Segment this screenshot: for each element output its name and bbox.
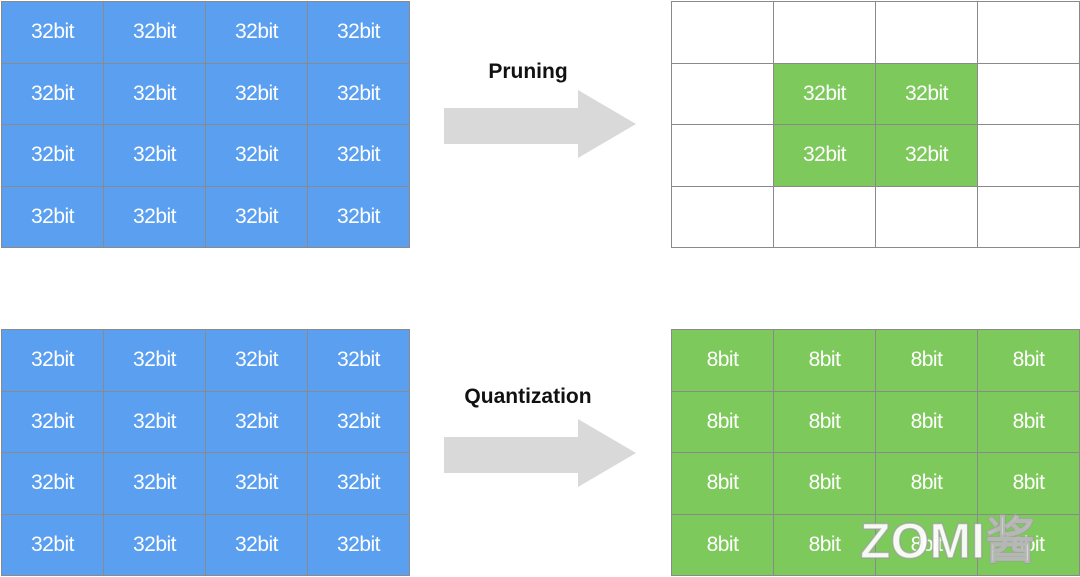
matrix-cell: 8bit [876,453,978,515]
matrix-cell: 32bit [308,514,410,576]
matrix-cell: 32bit [876,125,978,187]
matrix-cell: 8bit [774,391,876,453]
pruned-empty-cell [672,125,774,187]
matrix-cell: 8bit [978,514,1080,576]
matrix-cell: 8bit [876,514,978,576]
matrix-cell: 8bit [672,330,774,392]
matrix-cell: 32bit [2,2,104,64]
matrix-cell: 32bit [206,514,308,576]
matrix-cell: 8bit [978,330,1080,392]
pruned-empty-cell [672,63,774,125]
pruned-empty-cell [978,63,1080,125]
matrix-cell: 32bit [876,63,978,125]
matrix-cell: 32bit [206,186,308,248]
pruned-empty-cell [978,186,1080,248]
matrix-cell: 32bit [2,63,104,125]
matrix-cell: 32bit [2,391,104,453]
pruned-empty-cell [978,2,1080,64]
original-matrix-top: 32bit 32bit 32bit 32bit 32bit 32bit 32bi… [1,1,410,248]
matrix-cell: 32bit [308,63,410,125]
matrix-cell: 8bit [978,453,1080,515]
matrix-cell: 8bit [672,453,774,515]
quantization-arrow-icon [444,419,636,487]
matrix-cell: 32bit [2,330,104,392]
pruned-empty-cell [672,186,774,248]
matrix-cell: 32bit [206,63,308,125]
pruning-arrow-icon [444,90,636,158]
matrix-cell: 8bit [672,391,774,453]
matrix-cell: 8bit [876,330,978,392]
matrix-cell: 32bit [2,125,104,187]
matrix-cell: 32bit [774,125,876,187]
matrix-cell: 32bit [104,186,206,248]
pruning-label: Pruning [488,60,568,83]
pruned-empty-cell [774,2,876,64]
matrix-cell: 32bit [206,391,308,453]
matrix-cell: 32bit [104,453,206,515]
matrix-cell: 32bit [206,453,308,515]
matrix-cell: 32bit [308,125,410,187]
pruned-empty-cell [774,186,876,248]
matrix-cell: 32bit [104,514,206,576]
matrix-cell: 32bit [104,391,206,453]
matrix-cell: 8bit [978,391,1080,453]
pruned-empty-cell [978,125,1080,187]
pruned-empty-cell [876,186,978,248]
matrix-cell: 32bit [206,125,308,187]
pruned-empty-cell [672,2,774,64]
matrix-cell: 32bit [206,330,308,392]
matrix-cell: 8bit [672,514,774,576]
pruned-empty-cell [876,2,978,64]
matrix-cell: 32bit [308,391,410,453]
matrix-cell: 32bit [206,2,308,64]
matrix-cell: 32bit [2,514,104,576]
matrix-cell: 32bit [104,125,206,187]
pruned-matrix: 32bit 32bit 32bit 32bit [671,1,1080,248]
matrix-cell: 32bit [308,330,410,392]
matrix-cell: 32bit [104,2,206,64]
matrix-cell: 32bit [104,63,206,125]
watermark-text: ZOMI酱 [860,513,1035,569]
matrix-cell: 32bit [308,453,410,515]
matrix-cell: 32bit [308,2,410,64]
matrix-cell: 32bit [774,63,876,125]
quantized-matrix: 8bit 8bit 8bit 8bit 8bit 8bit 8bit 8bit … [671,329,1080,576]
original-matrix-bottom: 32bit 32bit 32bit 32bit 32bit 32bit 32bi… [1,329,410,576]
matrix-cell: 8bit [876,391,978,453]
matrix-cell: 8bit [774,453,876,515]
matrix-cell: 8bit [774,514,876,576]
zomi-watermark-logo: ZOMI酱 [859,512,1035,570]
matrix-cell: 32bit [308,186,410,248]
matrix-cell: 32bit [104,330,206,392]
matrix-cell: 32bit [2,453,104,515]
quantization-label: Quantization [464,385,592,408]
matrix-cell: 32bit [2,186,104,248]
matrix-cell: 8bit [774,330,876,392]
